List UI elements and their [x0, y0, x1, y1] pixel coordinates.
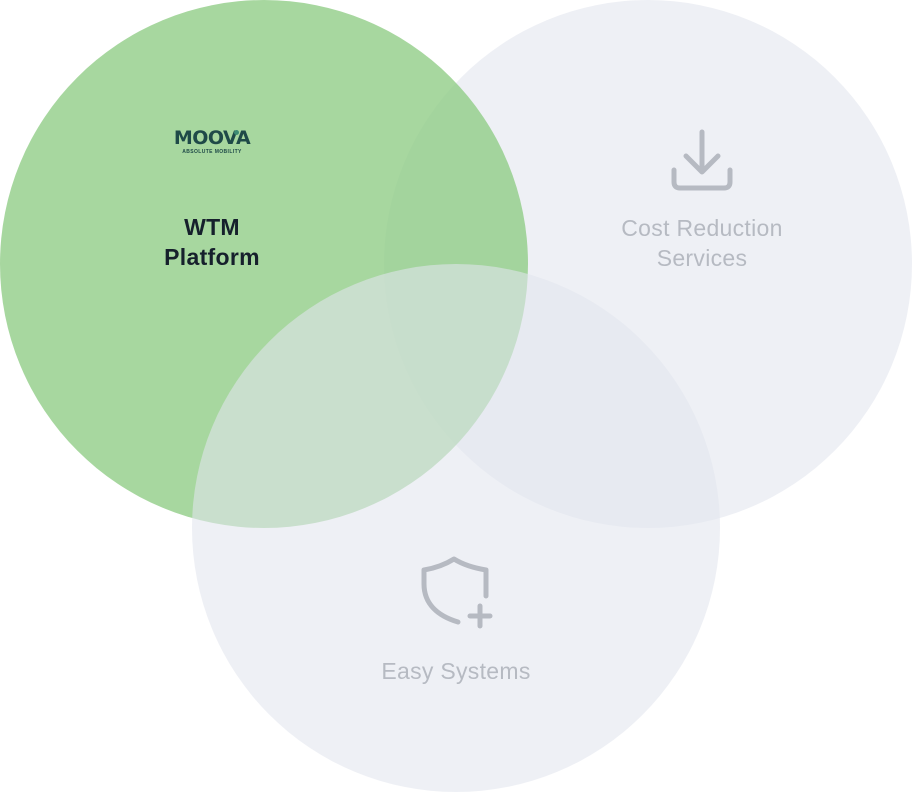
wtm-title-line2: Platform: [164, 244, 260, 270]
wtm-platform-label: WTM Platform: [112, 212, 312, 272]
wtm-title-line1: WTM: [184, 214, 240, 240]
logo-dot: [234, 130, 239, 135]
cost-title-line2: Services: [656, 245, 748, 271]
cost-reduction-label: Cost Reduction Services: [582, 213, 822, 273]
logo-wordmark: MOOVA: [173, 127, 251, 149]
easy-title: Easy Systems: [381, 658, 531, 684]
cost-title-line1: Cost Reduction: [621, 215, 783, 241]
easy-systems-label: Easy Systems: [336, 656, 576, 686]
moova-logo: MOOVA ABSOLUTE MOBILITY: [172, 128, 252, 156]
shield-plus-icon: [416, 554, 496, 634]
easy-systems-circle: [192, 264, 720, 792]
logo-tagline: ABSOLUTE MOBILITY: [182, 149, 242, 155]
download-icon: [666, 124, 738, 196]
